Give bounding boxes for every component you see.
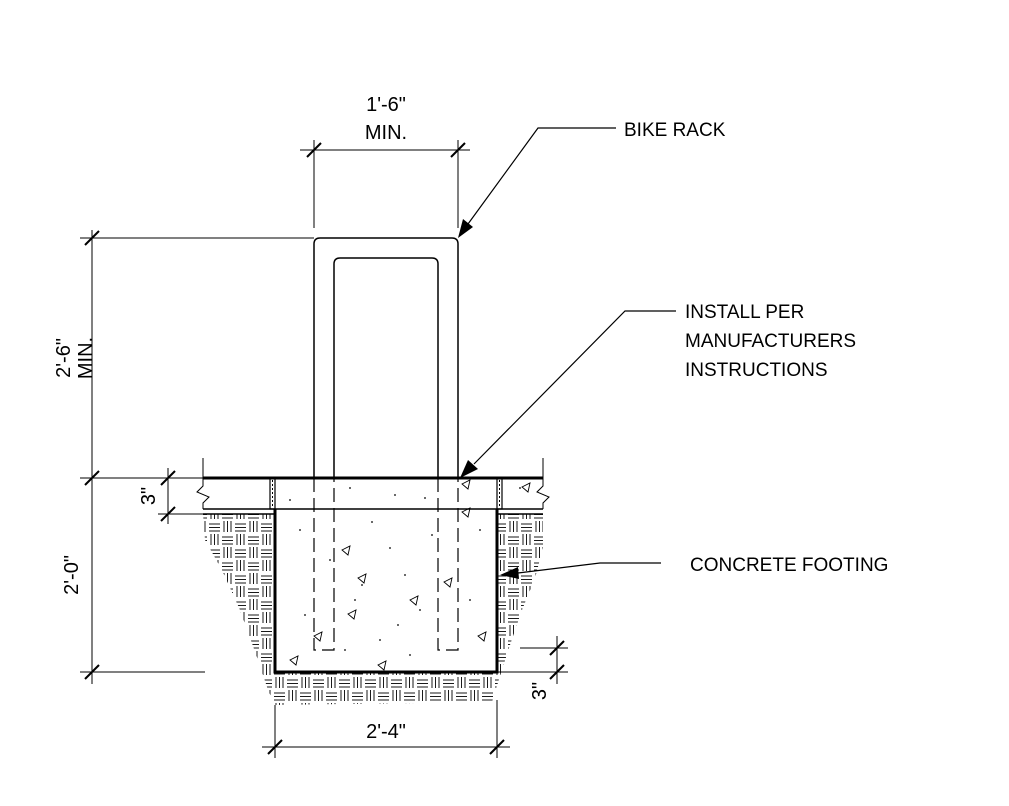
install-label-line1: INSTALL PER <box>685 302 804 323</box>
install-label-line2: MANUFACTURERS <box>685 331 856 352</box>
concrete-footing-label: CONCRETE FOOTING <box>690 555 888 576</box>
leader-bike-rack-arrowhead <box>458 219 473 238</box>
leader-concrete-footing <box>517 562 661 574</box>
install-label-line3: INSTRUCTIONS <box>685 360 828 381</box>
bike-rack-label: BIKE RACK <box>624 120 726 141</box>
leader-install-arrowhead <box>460 460 478 478</box>
earth-hatch <box>203 514 543 705</box>
leader-concrete-footing-arrowhead <box>500 567 519 579</box>
leader-install <box>473 310 676 465</box>
concrete-slab <box>196 458 550 515</box>
rack-height-qualifier: MIN. <box>75 337 97 379</box>
dimension-footing-width <box>262 700 510 758</box>
dimension-bottom-clearance <box>497 636 568 684</box>
slab-thickness-value: 3" <box>138 487 160 505</box>
concrete-footing <box>273 509 499 674</box>
concrete-stipple <box>289 487 521 656</box>
concrete-aggregate <box>289 479 531 671</box>
rack-height-value: 2'-6" <box>53 338 75 378</box>
footing-width-value: 2'-4" <box>366 721 406 743</box>
rack-width-value: 1'-6" <box>366 94 406 116</box>
footing-depth-value: 2'-0" <box>61 555 83 595</box>
dimension-rack-width <box>300 140 470 228</box>
dimension-slab-thickness <box>158 468 203 524</box>
bottom-clearance-value: 3" <box>529 682 551 700</box>
leader-bike-rack <box>467 127 616 225</box>
bike-rack <box>313 237 459 478</box>
rack-width-qualifier: MIN. <box>365 122 407 144</box>
bike-rack-embedded-legs <box>313 478 459 651</box>
dimension-left <box>80 230 314 684</box>
